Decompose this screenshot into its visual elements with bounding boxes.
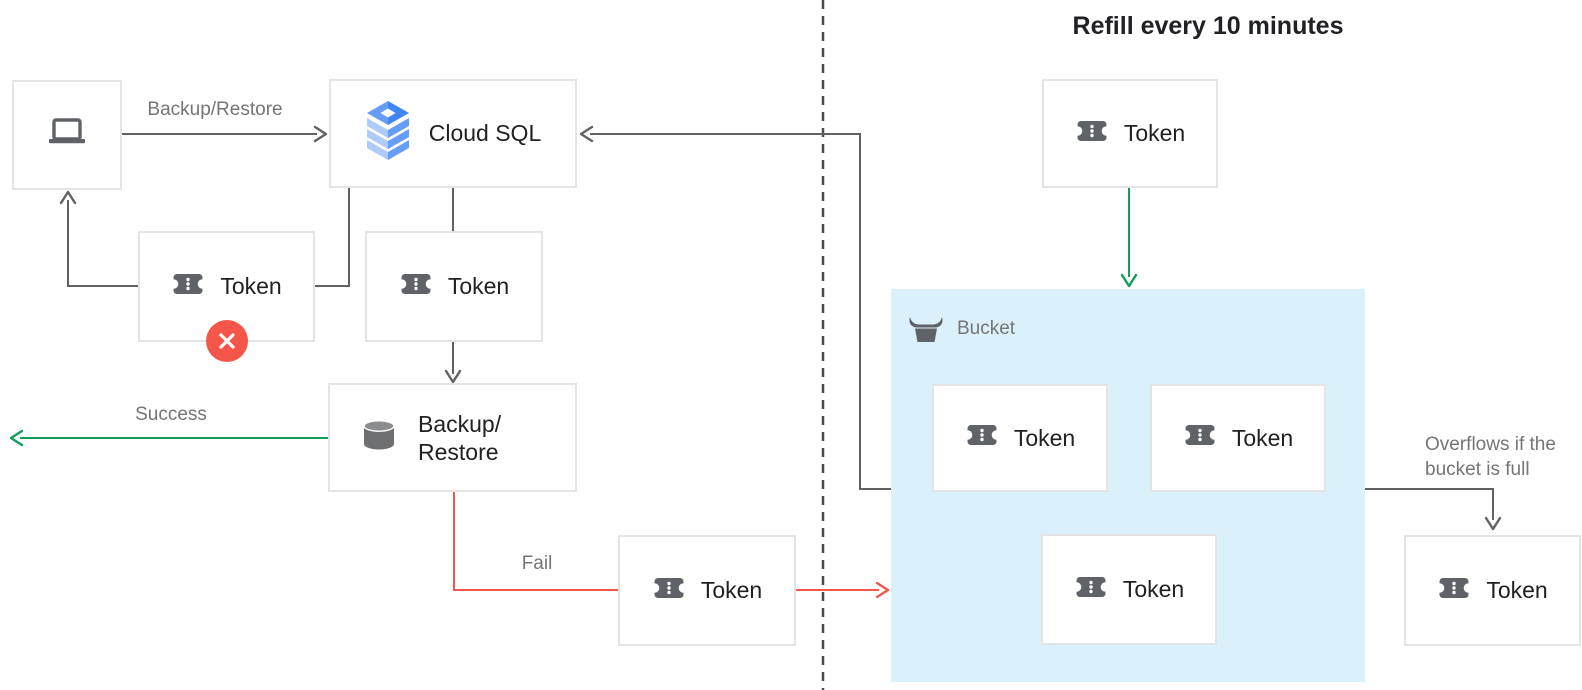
page-title: Refill every 10 minutes	[1072, 12, 1344, 40]
token-label: Token	[1486, 577, 1548, 603]
bucket-tag: Bucket	[907, 308, 1015, 350]
backup-restore-label: Backup/ Restore	[418, 410, 501, 466]
arrowhead-left	[9, 429, 24, 447]
annotation-overflow-line1: Overflows if the	[1425, 434, 1556, 455]
connector-token-to-backup	[444, 342, 462, 384]
arrowhead-left	[579, 125, 594, 143]
token-icon	[396, 269, 436, 305]
backup-restore-node: Backup/ Restore	[328, 383, 577, 492]
cloud-sql-node: Cloud SQL	[329, 79, 577, 188]
token-icon	[169, 269, 208, 305]
bucket-label: Bucket	[957, 318, 1016, 339]
token-node-request: Token	[365, 231, 543, 342]
arrowhead-down	[444, 369, 462, 384]
arrowhead-down	[1484, 516, 1502, 531]
token-node-fail: Token	[618, 535, 796, 646]
annotation-backup-restore: Backup/Restore	[147, 99, 283, 120]
connector-refill	[1120, 188, 1138, 288]
bucket-icon	[907, 308, 945, 350]
backup-restore-label-line2: Restore	[418, 438, 499, 465]
connector-success	[9, 429, 328, 447]
connector-bucket-to-cloudsql	[579, 125, 891, 490]
arrowhead-right	[875, 581, 890, 599]
cloud-sql-label: Cloud SQL	[428, 120, 542, 146]
token-node-bucket-3: Token	[1041, 534, 1217, 645]
token-label: Token	[1122, 576, 1185, 602]
token-label: Token	[1231, 424, 1294, 451]
token-node-bucket-1: Token	[932, 384, 1108, 492]
token-label: Token	[220, 273, 282, 299]
annotation-overflow-line2: bucket is full	[1425, 459, 1530, 480]
annotation-success: Success	[135, 404, 207, 425]
token-label: Token	[1013, 424, 1076, 451]
client-node	[12, 80, 122, 190]
token-icon	[1072, 116, 1112, 152]
arrowhead-right	[313, 125, 328, 143]
laptop-icon	[44, 112, 90, 158]
token-icon	[1180, 420, 1220, 456]
annotation-overflow: Overflows if the bucket is full	[1425, 432, 1582, 482]
arrowhead-down	[1120, 273, 1138, 288]
token-node-bucket-2: Token	[1150, 384, 1326, 492]
backup-restore-label-line1: Backup/	[418, 410, 502, 437]
error-x-icon	[206, 320, 248, 362]
token-icon	[962, 420, 1002, 456]
token-node-overflow: Token	[1404, 535, 1581, 646]
token-label: Token	[447, 273, 510, 299]
arrowhead-up	[59, 190, 77, 205]
annotation-fail: Fail	[521, 553, 553, 574]
connector-token-to-cloudsql	[315, 188, 350, 287]
token-icon	[1435, 573, 1474, 609]
connector-token-to-client	[59, 190, 138, 287]
connector-overflow	[1365, 488, 1502, 531]
cloud-sql-icon	[365, 100, 411, 167]
token-node-refill: Token	[1042, 79, 1218, 188]
database-icon	[360, 419, 398, 457]
token-icon	[1071, 572, 1111, 608]
token-icon	[649, 573, 689, 609]
connector-client-to-cloudsql	[122, 125, 328, 143]
token-label: Token	[700, 577, 763, 603]
token-label: Token	[1123, 120, 1186, 146]
